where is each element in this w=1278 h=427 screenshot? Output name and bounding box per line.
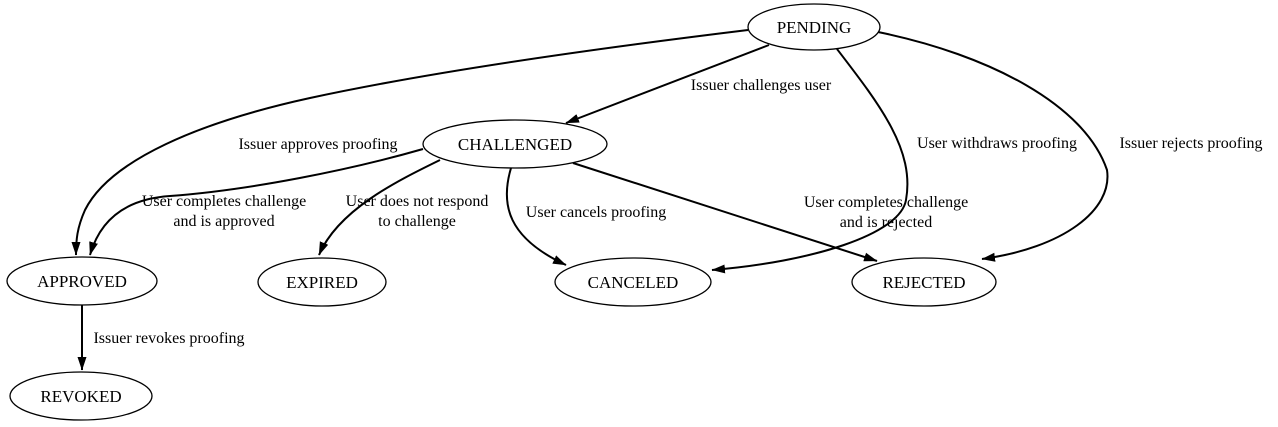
edge-label-challenged-expired: User does not respond (346, 193, 489, 210)
edge-pending-challenged (565, 44, 770, 124)
state-label-challenged: CHALLENGED (458, 135, 572, 154)
state-node-approved (6, 256, 158, 306)
state-label-expired: EXPIRED (286, 273, 358, 292)
edge-label-challenged-approved: and is approved (173, 213, 274, 230)
state-label-pending: PENDING (777, 18, 852, 37)
edge-pending-rejected (877, 31, 1109, 262)
state-node-pending (747, 3, 881, 51)
state-node-expired (257, 257, 387, 307)
edge-label-challenged-rejected: and is rejected (840, 214, 932, 231)
edge-label-pending-rejected: Issuer rejects proofing (1119, 135, 1262, 152)
state-label-approved: APPROVED (37, 272, 127, 291)
edge-label-challenged-expired: to challenge (378, 213, 456, 230)
edge-label-challenged-canceled: User cancels proofing (526, 204, 666, 221)
state-node-canceled (554, 257, 712, 307)
edge-challenged-approved (89, 148, 424, 256)
edge-pending-approved (71, 29, 749, 256)
edge-label-approved-revoked: Issuer revokes proofing (93, 330, 244, 347)
edge-label-pending-challenged: Issuer challenges user (691, 77, 832, 94)
state-label-rejected: REJECTED (882, 273, 965, 292)
edge-challenged-expired (318, 159, 441, 256)
edge-challenged-canceled (505, 167, 567, 266)
edge-label-challenged-approved: User completes challenge (142, 193, 306, 210)
edge-label-pending-approved: Issuer approves proofing (238, 136, 397, 153)
state-label-canceled: CANCELED (588, 273, 679, 292)
state-node-challenged (422, 119, 608, 169)
edge-challenged-rejected (572, 162, 878, 262)
state-node-rejected (851, 257, 997, 307)
edge-label-pending-canceled: User withdraws proofing (917, 135, 1077, 152)
node-layer: PENDING CHALLENGED APPROVED EXPIRED CANCELED… (6, 3, 997, 421)
edge-pending-canceled (711, 48, 909, 274)
state-label-revoked: REVOKED (40, 387, 121, 406)
state-node-revoked (9, 371, 153, 421)
edge-label-challenged-rejected: User completes challenge (804, 194, 968, 211)
